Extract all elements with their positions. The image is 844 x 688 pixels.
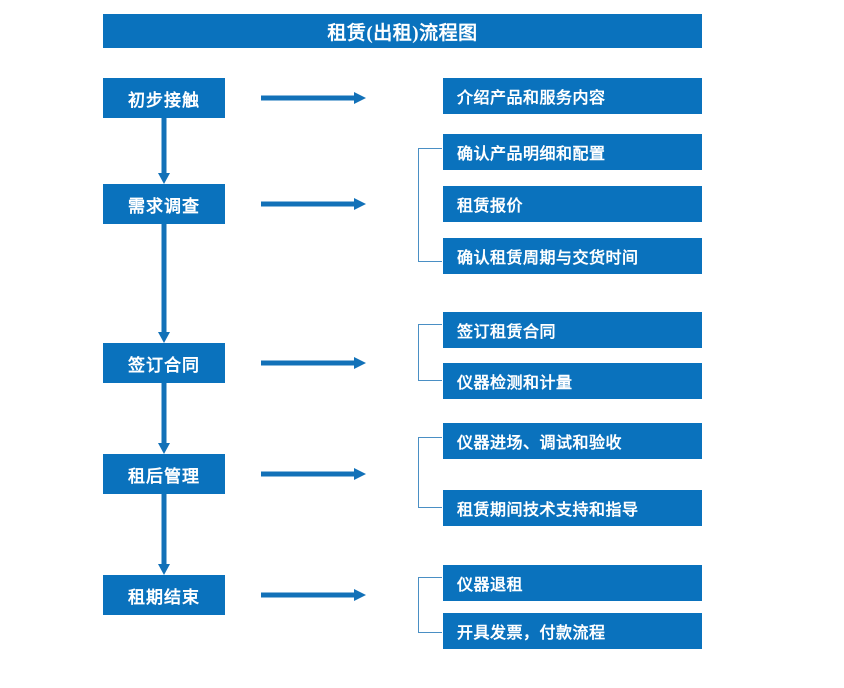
detail-box: 租赁报价 [443, 186, 702, 222]
stage-box-label: 签订合同 [128, 355, 200, 375]
detail-box: 仪器退租 [443, 565, 702, 601]
stage-box: 需求调查 [103, 184, 225, 224]
detail-box-label: 介绍产品和服务内容 [457, 90, 606, 107]
arrow-right-icon [261, 198, 366, 210]
detail-box: 确认租赁周期与交货时间 [443, 238, 702, 274]
arrow-down-icon [158, 118, 170, 184]
arrow-right-icon [261, 357, 366, 369]
detail-box: 仪器进场、调试和验收 [443, 423, 702, 459]
group-bracket [418, 437, 442, 508]
detail-box-label: 租赁期间技术支持和指导 [457, 502, 639, 519]
stage-box-label: 初步接触 [128, 90, 200, 110]
detail-box: 开具发票，付款流程 [443, 613, 702, 649]
detail-box: 租赁期间技术支持和指导 [443, 490, 702, 526]
detail-box: 签订租赁合同 [443, 312, 702, 348]
stage-box: 初步接触 [103, 78, 225, 118]
detail-box: 确认产品明细和配置 [443, 134, 702, 170]
page-title: 租赁(出租)流程图 [103, 14, 702, 48]
group-bracket [418, 577, 442, 633]
detail-box-label: 确认产品明细和配置 [457, 146, 606, 163]
group-bracket [418, 148, 442, 262]
stage-box-label: 租后管理 [128, 466, 200, 486]
arrow-down-icon [158, 383, 170, 454]
stage-box-label: 需求调查 [128, 196, 200, 216]
detail-box-label: 仪器检测和计量 [457, 375, 573, 392]
detail-box: 仪器检测和计量 [443, 363, 702, 399]
arrow-down-icon [158, 224, 170, 343]
detail-box-label: 签订租赁合同 [457, 324, 557, 341]
arrow-right-icon [261, 589, 366, 601]
detail-box: 介绍产品和服务内容 [443, 78, 702, 114]
arrow-down-icon [158, 494, 170, 575]
stage-box: 租后管理 [103, 454, 225, 494]
detail-box-label: 确认租赁周期与交货时间 [457, 250, 639, 267]
stage-box: 签订合同 [103, 343, 225, 383]
group-bracket [418, 324, 442, 381]
arrow-right-icon [261, 92, 366, 104]
arrow-right-icon [261, 468, 366, 480]
detail-box-label: 开具发票，付款流程 [457, 625, 606, 642]
stage-box: 租期结束 [103, 575, 225, 615]
stage-box-label: 租期结束 [128, 587, 200, 607]
detail-box-label: 仪器退租 [457, 577, 524, 594]
detail-box-label: 仪器进场、调试和验收 [457, 435, 623, 452]
detail-box-label: 租赁报价 [457, 198, 524, 215]
